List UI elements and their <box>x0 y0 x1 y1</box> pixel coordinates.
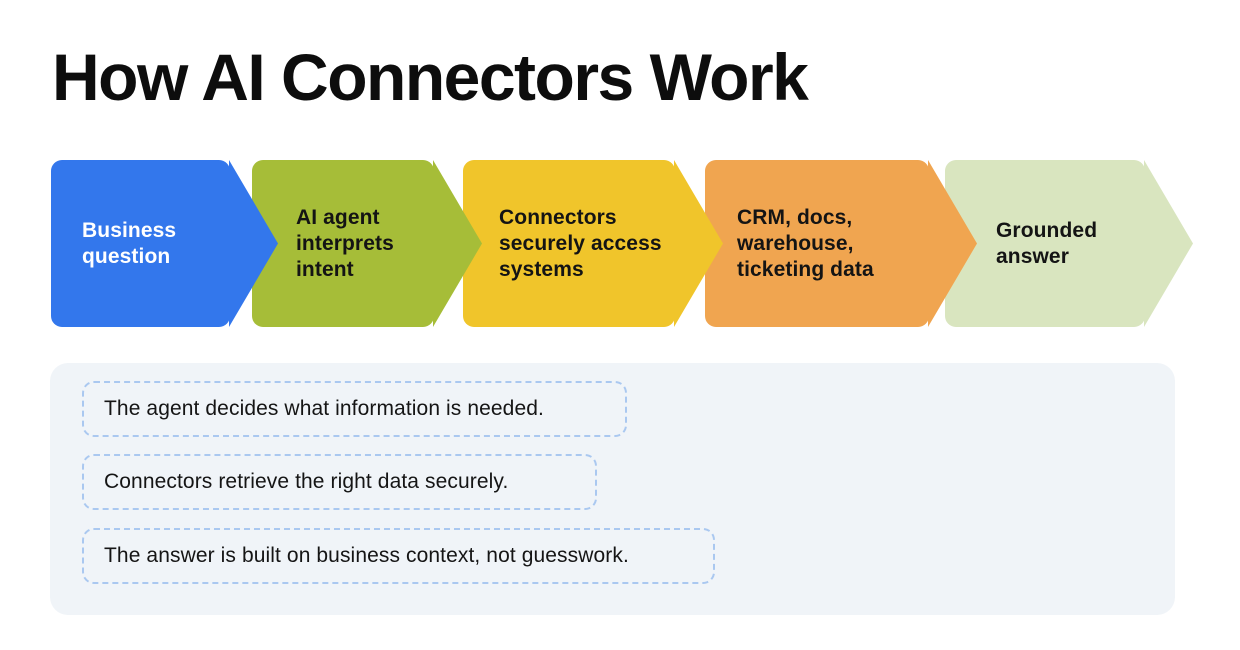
flow-step-grounded-answer: Grounded answer <box>945 160 1193 327</box>
flow-step-label-line: securely access <box>499 231 662 255</box>
flow-diagram: Business question AI agent interprets in… <box>0 160 1240 327</box>
flow-step-label-line: intent <box>296 257 354 281</box>
arrow-point <box>433 160 482 327</box>
page-title: How AI Connectors Work <box>52 40 809 114</box>
flow-step-label-line: Connectors <box>499 205 617 229</box>
flow-step-label-line: Business <box>82 218 177 242</box>
flow-step-label: Business question <box>82 160 176 327</box>
arrow-body <box>51 160 230 327</box>
flow-step-label-line: warehouse, <box>737 231 854 255</box>
note-text: The agent decides what information is ne… <box>104 397 544 420</box>
arrow-body <box>705 160 929 327</box>
flow-step-label: AI agent interprets intent <box>296 160 394 327</box>
flow-step-label-line: CRM, docs, <box>737 205 853 229</box>
flow-step-label: CRM, docs, warehouse, ticketing data <box>737 160 874 327</box>
arrow-point <box>674 160 723 327</box>
note-text: The answer is built on business context,… <box>104 544 629 567</box>
flow-step-label-line: systems <box>499 257 584 281</box>
flow-step-label-line: interprets <box>296 231 394 255</box>
flow-step-ai-agent-interprets-intent: AI agent interprets intent <box>252 160 482 327</box>
flow-step-business-question: Business question <box>51 160 278 327</box>
arrow-body <box>252 160 434 327</box>
flow-step-label: Grounded answer <box>996 160 1097 327</box>
flow-step-label-line: Grounded <box>996 218 1098 242</box>
note-box: The agent decides what information is ne… <box>82 381 627 437</box>
notes-panel: The agent decides what information is ne… <box>50 363 1175 615</box>
flow-step-label: Connectors securely access systems <box>499 160 662 327</box>
flow-step-label-line: answer <box>996 244 1069 268</box>
arrow-point <box>229 160 278 327</box>
arrow-body <box>945 160 1145 327</box>
note-box: Connectors retrieve the right data secur… <box>82 454 597 510</box>
flow-step-crm-docs-warehouse-data: CRM, docs, warehouse, ticketing data <box>705 160 977 327</box>
note-box: The answer is built on business context,… <box>82 528 715 584</box>
flow-step-label-line: ticketing data <box>737 257 874 281</box>
flow-step-label-line: AI agent <box>296 205 380 229</box>
arrow-point <box>1144 160 1193 327</box>
flow-step-connectors-access-systems: Connectors securely access systems <box>463 160 723 327</box>
flow-step-label-line: question <box>82 244 171 268</box>
arrow-body <box>463 160 675 327</box>
arrow-point <box>928 160 977 327</box>
note-text: Connectors retrieve the right data secur… <box>104 470 509 493</box>
